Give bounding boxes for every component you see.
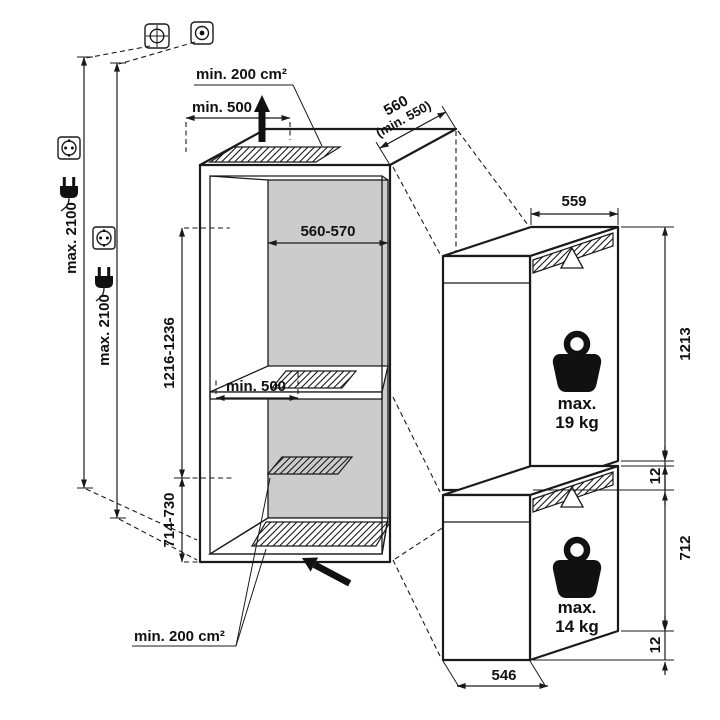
ceiling-fixtures — [85, 21, 214, 65]
socket-face — [61, 140, 77, 156]
top-clearance-label: min. 500 — [192, 99, 252, 116]
interior-edge — [209, 175, 269, 181]
upper-height-label: 1213 — [677, 327, 694, 360]
max-height-inner-label: max. 2100 — [96, 294, 113, 366]
extension-line — [375, 141, 391, 166]
socket-face — [96, 230, 112, 246]
upper-weight-label: 19 kg — [555, 413, 598, 432]
airflow-in-arrow-icon — [302, 557, 352, 587]
airflow-up-arrow-icon — [254, 95, 270, 142]
socket-contact — [68, 139, 70, 142]
socket-icon — [57, 136, 81, 160]
outer-height-dimension: max. 2100 — [57, 56, 93, 489]
niche-front-outline — [198, 163, 392, 564]
projection-line — [392, 166, 441, 255]
max-height-outer-label: max. 2100 — [63, 202, 80, 274]
interior-edge — [381, 517, 389, 555]
floor-leader-line — [85, 488, 198, 541]
upper-max-label: max. — [558, 394, 597, 413]
appliance-upper: max. 19 kg — [441, 225, 620, 492]
top-vent-hatch — [207, 146, 343, 163]
appliance-lower: max. 14 kg — [441, 464, 620, 662]
plug-body — [60, 186, 78, 198]
appliance-depth-label: 546 — [491, 667, 516, 684]
ceiling-outlet-icon — [190, 21, 214, 45]
bottom-vent-label: min. 200 cm² — [134, 628, 225, 645]
plug-cord — [95, 287, 105, 302]
socket-contact — [68, 154, 70, 157]
lower-compartment-height-label: 714-730 — [161, 492, 178, 547]
plug-icon — [95, 267, 113, 302]
lower-height-label: 712 — [677, 535, 694, 560]
floor-leader-line — [118, 518, 198, 561]
socket-contact — [103, 244, 105, 247]
kettlebell-body — [552, 560, 602, 598]
projection-line — [392, 396, 441, 493]
lower-clearance-label: 12 — [647, 637, 664, 654]
plug-pin — [62, 177, 66, 187]
socket-hole — [64, 146, 68, 150]
wall-height-dimensions: max. 2100 max. 2100 — [57, 56, 198, 561]
ceiling-leader-line — [85, 45, 151, 59]
outlet-box-dot — [199, 30, 205, 36]
kettlebell-body — [552, 354, 602, 392]
vent-leader-line — [235, 548, 267, 647]
socket-icon — [92, 226, 116, 250]
appliance-width-label: 559 — [561, 193, 586, 210]
projection-line — [457, 130, 529, 226]
arrow-shaft — [312, 561, 352, 587]
vent-chevron-icon — [559, 246, 585, 269]
ceiling-junction-icon — [144, 23, 170, 49]
niche-inner-frame — [209, 175, 383, 555]
vent-leader-line — [235, 477, 271, 647]
upper-compartment-height-label: 1216-1236 — [161, 317, 178, 389]
weight-kettlebell-icon — [552, 330, 602, 392]
extension-line — [441, 105, 457, 130]
arrow-shaft — [258, 112, 266, 142]
dimension-line — [379, 111, 447, 149]
socket-contact — [103, 229, 105, 232]
niche — [198, 127, 458, 564]
weight-kettlebell-icon — [552, 536, 602, 598]
appliance-front-face — [441, 493, 532, 662]
interior-edge — [209, 517, 269, 555]
plug-cord — [60, 197, 70, 212]
junction-box-cross — [146, 25, 168, 47]
interior-edge — [381, 175, 389, 181]
shelf-vent-hatch — [270, 370, 358, 389]
bottom-vent-hatch — [250, 521, 392, 547]
plug-pin — [72, 177, 76, 187]
extension-line — [442, 660, 460, 688]
socket-hole — [70, 146, 74, 150]
niche-width-label: 560-570 — [300, 223, 355, 240]
projection-lines — [392, 130, 529, 657]
appliance-dimensions: 559 1213 12 712 12 546 — [442, 193, 694, 689]
top-vent-label: min. 200 cm² — [196, 66, 287, 83]
plug-icon — [60, 177, 78, 212]
shelf-clearance-label: min. 500 — [226, 378, 286, 395]
projection-line — [392, 559, 441, 657]
ceiling-leader-line — [118, 41, 196, 65]
socket-hole — [99, 236, 103, 240]
plug-pin — [107, 267, 111, 277]
lower-vent-hatch — [266, 456, 354, 475]
vent-chevron-icon — [559, 485, 585, 508]
arrow-head — [302, 557, 319, 572]
inner-height-dimension: max. 2100 — [92, 62, 126, 519]
plug-body — [95, 276, 113, 288]
arrow-head — [254, 95, 270, 112]
appliance-front-face — [441, 254, 532, 492]
plug-pin — [97, 267, 101, 277]
upper-clearance-label: 12 — [647, 468, 664, 485]
lower-max-label: max. — [558, 598, 597, 617]
socket-hole — [105, 236, 109, 240]
vent-leader-line — [292, 84, 323, 147]
lower-weight-label: 14 kg — [555, 617, 598, 636]
extension-line — [529, 660, 547, 688]
